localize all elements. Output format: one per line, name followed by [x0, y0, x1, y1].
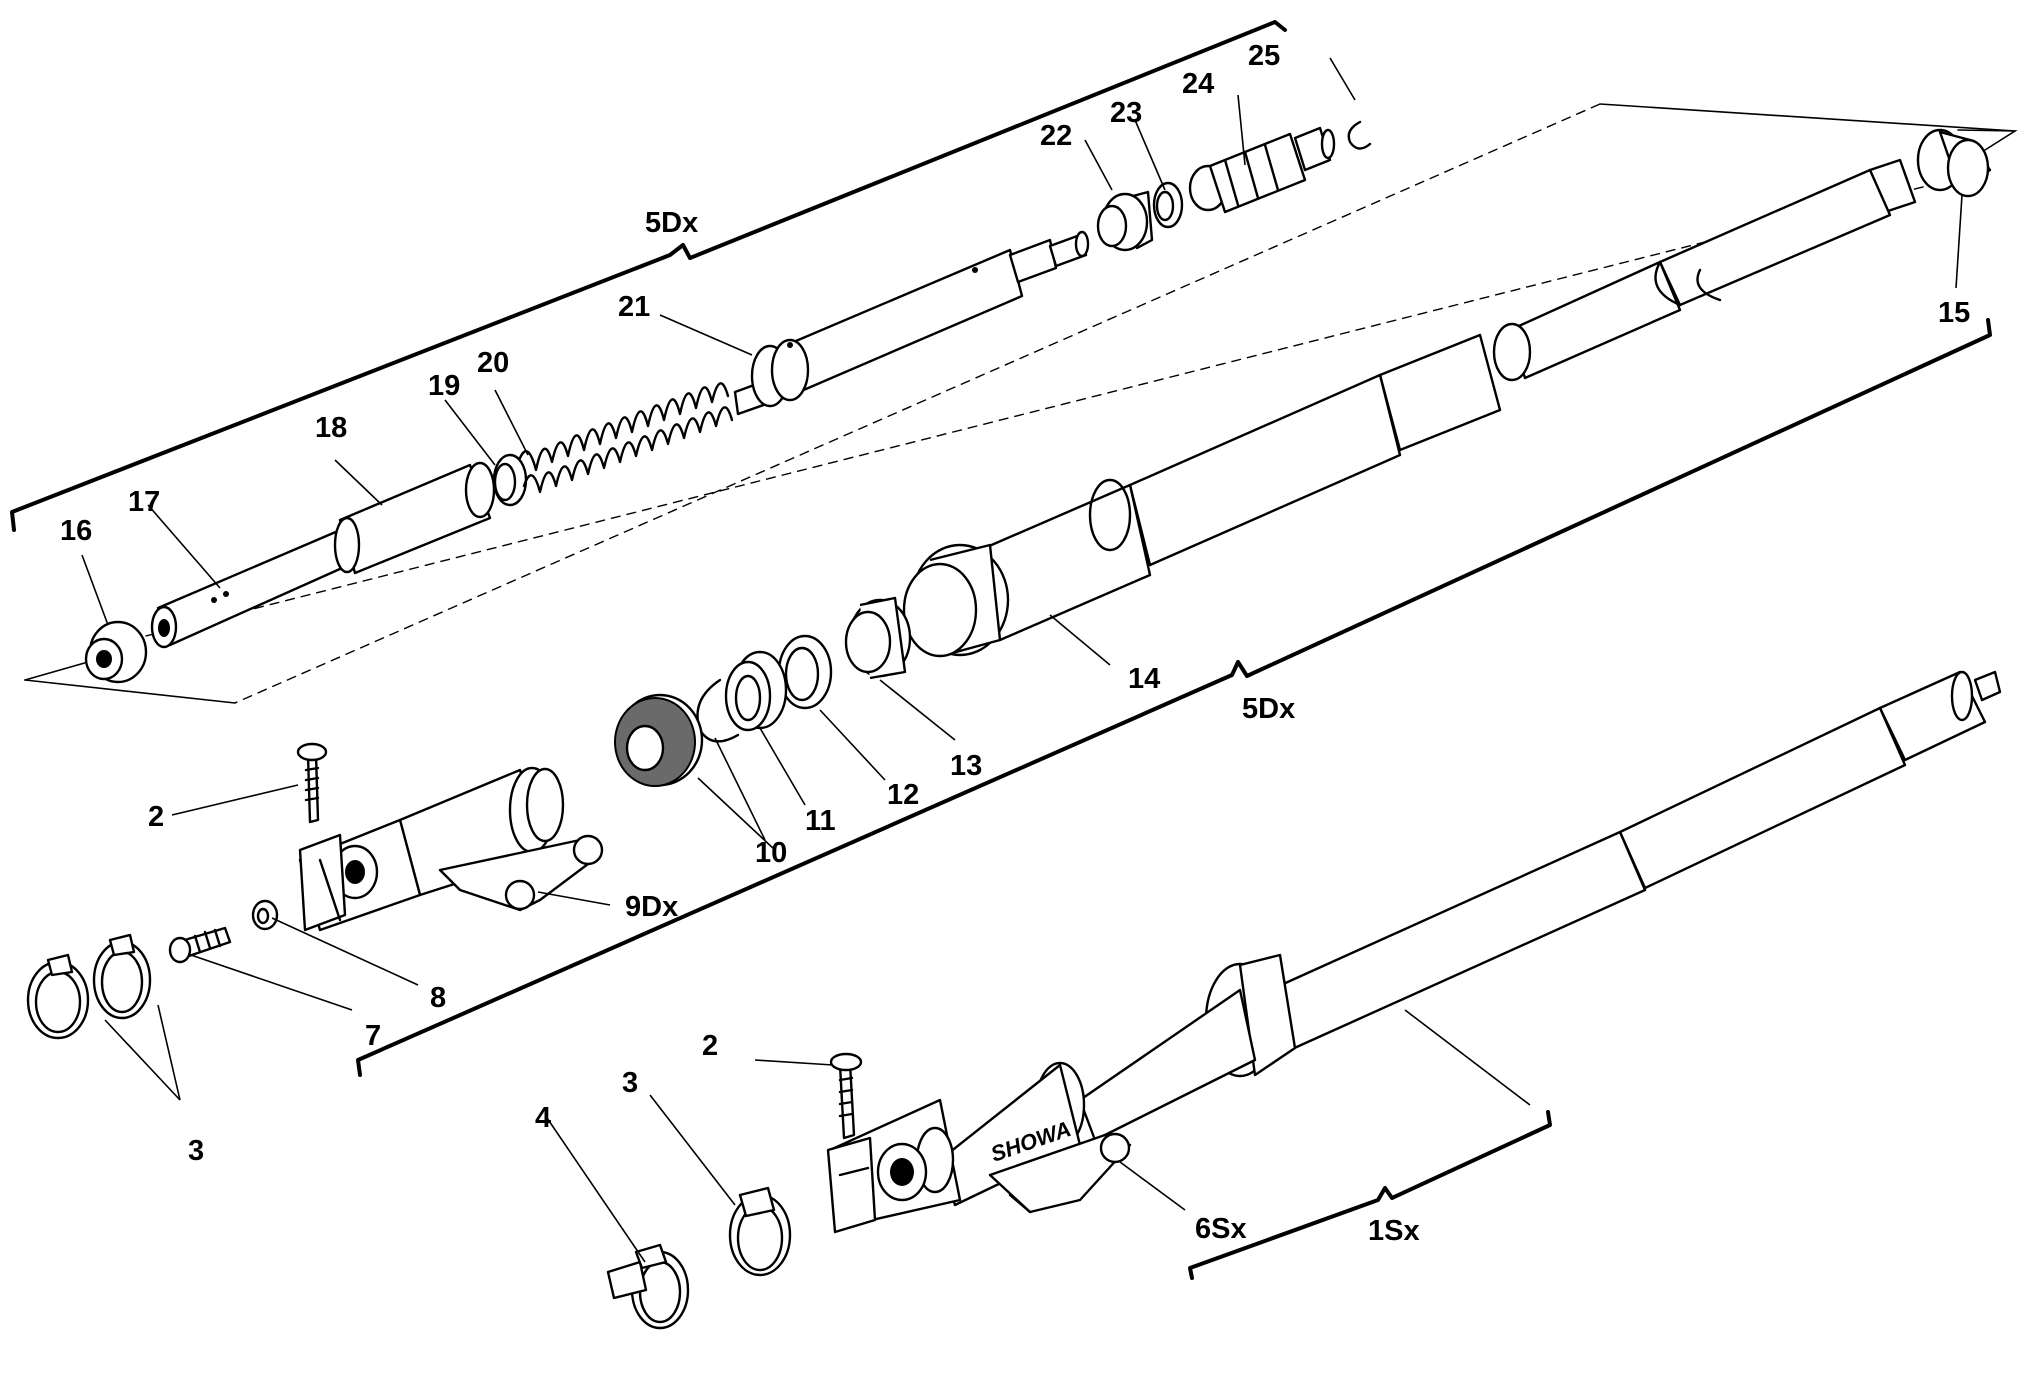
- part-24-adjuster: [1188, 126, 1336, 214]
- callout-22: 22: [1040, 120, 1072, 152]
- part-1sx-left-fork: [826, 670, 2002, 1234]
- callout-3-left: 3: [622, 1067, 638, 1099]
- part-7-bleed-screw: [168, 926, 232, 964]
- part-18-cartridge-tube: [333, 461, 496, 575]
- bracket-1sx: [1188, 1110, 1552, 1280]
- callout-21: 21: [618, 291, 650, 323]
- callout-10: 10: [755, 837, 787, 869]
- callout-20: 20: [477, 347, 509, 379]
- part-21-piston-rod: [733, 230, 1090, 416]
- callout-4: 4: [535, 1102, 551, 1134]
- callout-15: 15: [1938, 297, 1970, 329]
- part-19-washer: [492, 453, 528, 507]
- part-right-slider: [298, 766, 565, 932]
- part-9dx-caliper-bracket: [438, 834, 604, 912]
- callout-13: 13: [950, 750, 982, 782]
- callout-18: 18: [315, 412, 347, 444]
- part-25-clip: [1347, 120, 1372, 150]
- bracket-5dx-middle: [356, 318, 1992, 1077]
- part-12-washer: [777, 634, 833, 710]
- callout-25: 25: [1248, 40, 1280, 72]
- callout-17: 17: [128, 486, 160, 518]
- callout-3-right: 3: [188, 1135, 204, 1167]
- part-23-washer: [1152, 181, 1184, 229]
- callout-6sx: 6Sx: [1195, 1213, 1247, 1245]
- part-20-spring: [518, 382, 734, 494]
- callout-1sx: 1Sx: [1368, 1215, 1420, 1247]
- part-3-clamps-left: [26, 933, 152, 1040]
- part-10-dust-seal: [614, 693, 704, 787]
- part-13-bushing: [844, 596, 912, 680]
- part-15-top-cap: [1916, 128, 1992, 198]
- callout-23: 23: [1110, 97, 1142, 129]
- callout-16: 16: [60, 515, 92, 547]
- callout-5dx-mid: 5Dx: [1242, 693, 1295, 725]
- callout-14: 14: [1128, 663, 1160, 695]
- callout-19: 19: [428, 370, 460, 402]
- part-16-bushing: [84, 620, 148, 684]
- part-14-outer-tube: [902, 333, 1502, 658]
- part-2-bolt-left: [829, 1052, 863, 1140]
- part-3-clamp-left: [728, 1186, 792, 1277]
- part-4-clamp: [606, 1243, 690, 1330]
- part-11-oil-seal: [724, 650, 788, 732]
- callout-8: 8: [430, 982, 446, 1014]
- callout-12: 12: [887, 779, 919, 811]
- assembly-guide: [24, 103, 2018, 704]
- callouts: 5Dx 25 24 23 22 21 20 19 18 17 16 15 14 …: [60, 40, 1970, 1247]
- part-6sx-caliper-bracket: [988, 1132, 1132, 1214]
- callout-9dx: 9Dx: [625, 891, 678, 923]
- bracket-5dx-top: [10, 20, 1287, 532]
- callout-2-left: 2: [702, 1030, 718, 1062]
- part-22-ring: [1096, 190, 1154, 252]
- callout-7: 7: [365, 1020, 381, 1052]
- callout-2-right: 2: [148, 801, 164, 833]
- callout-11: 11: [805, 805, 836, 837]
- part-8-washer: [251, 899, 279, 931]
- leader-lines: [81, 57, 1963, 1263]
- part-upper-tube-right: [1492, 158, 1917, 382]
- callout-5dx-top: 5Dx: [645, 207, 698, 239]
- part-2-bolt-right: [296, 742, 328, 824]
- callout-24: 24: [1182, 68, 1214, 100]
